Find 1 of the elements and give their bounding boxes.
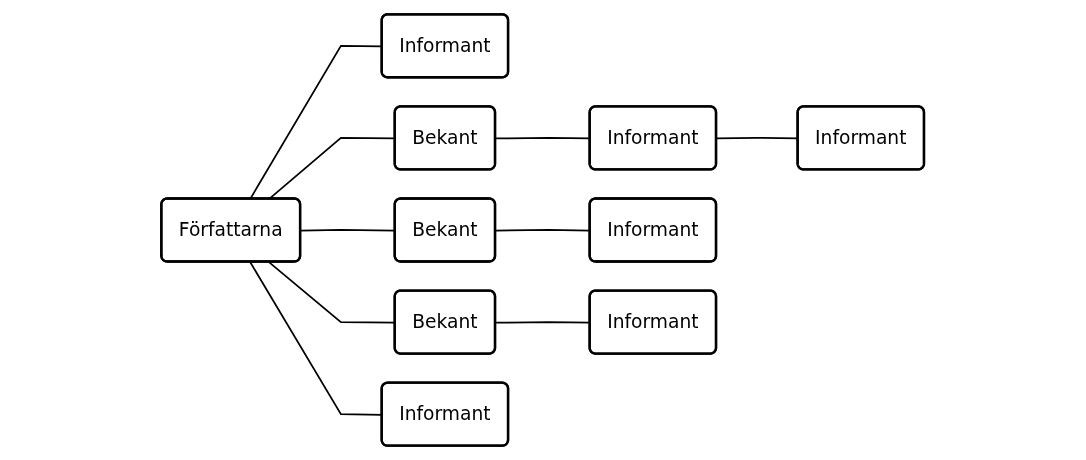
tree-diagram: Författarna Informant Bekant Informant Informant Bekant Informant Bekant Informant Informant [152,5,934,455]
